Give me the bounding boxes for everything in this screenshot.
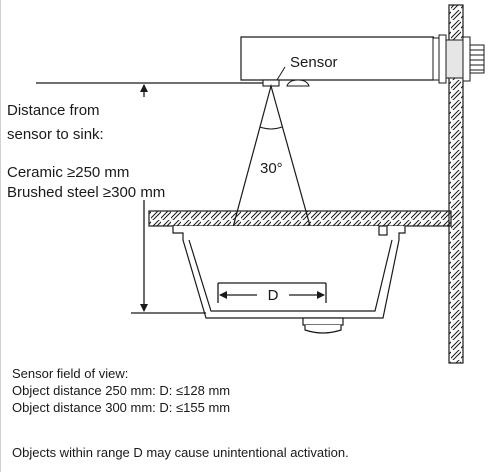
fov-title: Sensor field of view: [12,366,129,381]
steel-distance-label: Brushed steel ≥300 mm [7,184,165,201]
d-label: D [268,287,279,304]
faucet-arm [240,36,434,81]
fov-250: Object distance 250 mm: D: ≤128 mm [12,383,231,398]
activation-warning: Objects within range D may cause uninten… [12,445,349,460]
angle-arc [259,126,283,130]
distance-heading: Distance from sensor to sink: [7,102,104,143]
field-of-view-notes: Sensor field of view: Object distance 25… [12,365,352,416]
sensor-leader-line [276,66,286,81]
wall [448,4,464,364]
countertop [148,210,452,227]
sensor-label: Sensor [290,54,338,71]
wall-mount-fitting [432,34,485,84]
fov-300: Object distance 300 mm: D: ≤155 mm [12,400,231,415]
sink-bowl [172,225,406,334]
ceramic-distance-label: Ceramic ≥250 mm [7,164,129,181]
angle-label: 30° [260,160,283,177]
aerator [286,79,310,87]
